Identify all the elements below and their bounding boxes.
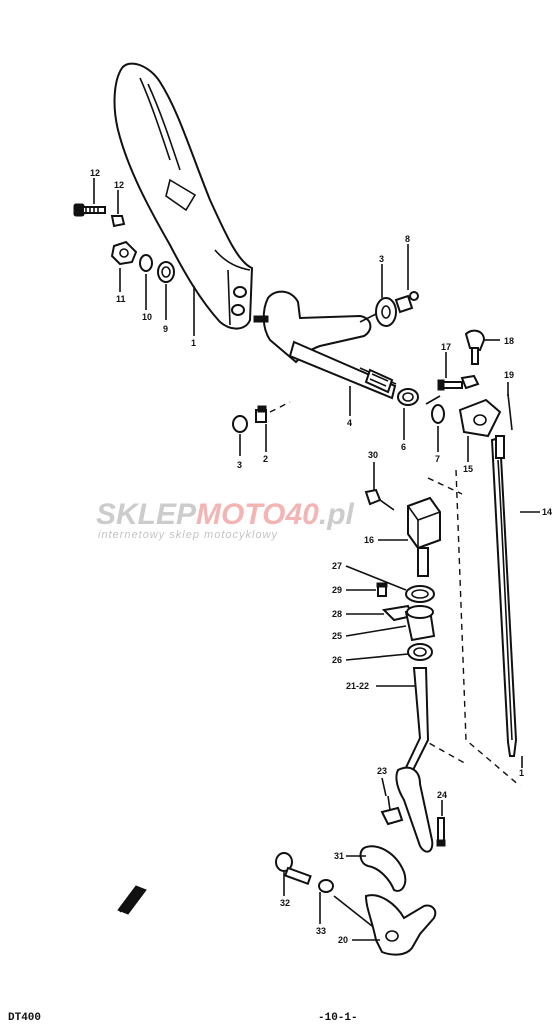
callout-label: 21-22 bbox=[346, 681, 369, 691]
callout-label: 2 bbox=[263, 454, 268, 464]
watermark: SKLEPMOTO40.pl internetowy sklep motocyk… bbox=[96, 498, 355, 541]
callout-label: 23 bbox=[377, 766, 387, 776]
callout-label: 24 bbox=[437, 790, 447, 800]
callout-label: 16 bbox=[364, 535, 374, 545]
callout-label: 27 bbox=[332, 561, 342, 571]
callout-label: 12 bbox=[114, 180, 124, 190]
shift-fork-20 bbox=[364, 894, 437, 956]
callout-label: 28 bbox=[332, 609, 342, 619]
seal-and-clip-upper bbox=[359, 291, 419, 327]
callout-label: 1 bbox=[519, 768, 524, 778]
shift-lever-part bbox=[113, 62, 254, 330]
callout-label: 1 bbox=[191, 338, 196, 348]
pin-and-screw-parts bbox=[380, 795, 446, 847]
assembly-guide-lines bbox=[419, 469, 521, 787]
callout-label: 10 bbox=[142, 312, 152, 322]
small-parts-stack bbox=[376, 582, 436, 661]
shift-shaft-part bbox=[253, 290, 419, 406]
callout-label: 29 bbox=[332, 585, 342, 595]
cam-rod-part bbox=[395, 667, 434, 853]
front-direction-arrow-icon bbox=[117, 885, 147, 915]
bolt-and-washers-left bbox=[73, 203, 175, 283]
callout-label: 8 bbox=[405, 234, 410, 244]
callout-label: 6 bbox=[401, 442, 406, 452]
callout-label: 3 bbox=[237, 460, 242, 470]
shift-rod-part bbox=[490, 435, 518, 757]
fork-pin-parts bbox=[275, 852, 373, 927]
watermark-brand: SKLEPMOTO40.pl bbox=[96, 498, 355, 531]
callout-label: 12 bbox=[90, 168, 100, 178]
callout-label: 31 bbox=[334, 851, 344, 861]
watermark-tagline: internetowy sklep motocyklowy bbox=[98, 529, 279, 541]
callout-label: 3 bbox=[379, 254, 384, 264]
callout-leader-lines bbox=[93, 178, 540, 941]
callout-labels: 12 12 11 10 9 1 3 8 4 6 3 2 17 18 19 7 1… bbox=[90, 168, 552, 945]
footer-model: DT400 bbox=[8, 1012, 42, 1024]
callout-label: 15 bbox=[463, 464, 473, 474]
callout-label: 33 bbox=[316, 926, 326, 936]
callout-label: 11 bbox=[116, 294, 126, 304]
callout-label: 20 bbox=[338, 935, 348, 945]
callout-label: 4 bbox=[347, 418, 352, 428]
callout-label: 25 bbox=[332, 631, 342, 641]
callout-label: 14 bbox=[542, 507, 552, 517]
callout-label: 30 bbox=[368, 450, 378, 460]
callout-label: 26 bbox=[332, 655, 342, 665]
cap-and-bolt-lower bbox=[232, 401, 291, 433]
footer-page-number: -10-1- bbox=[318, 1012, 358, 1024]
callout-label: 19 bbox=[504, 370, 514, 380]
callout-label: 17 bbox=[441, 342, 451, 352]
callout-label: 7 bbox=[435, 454, 440, 464]
shift-fork-31 bbox=[359, 845, 407, 892]
holder-block-part bbox=[364, 488, 441, 577]
callout-label: 32 bbox=[280, 898, 290, 908]
callout-label: 9 bbox=[163, 324, 168, 334]
right-cluster-parts bbox=[425, 329, 513, 438]
callout-label: 18 bbox=[504, 336, 514, 346]
